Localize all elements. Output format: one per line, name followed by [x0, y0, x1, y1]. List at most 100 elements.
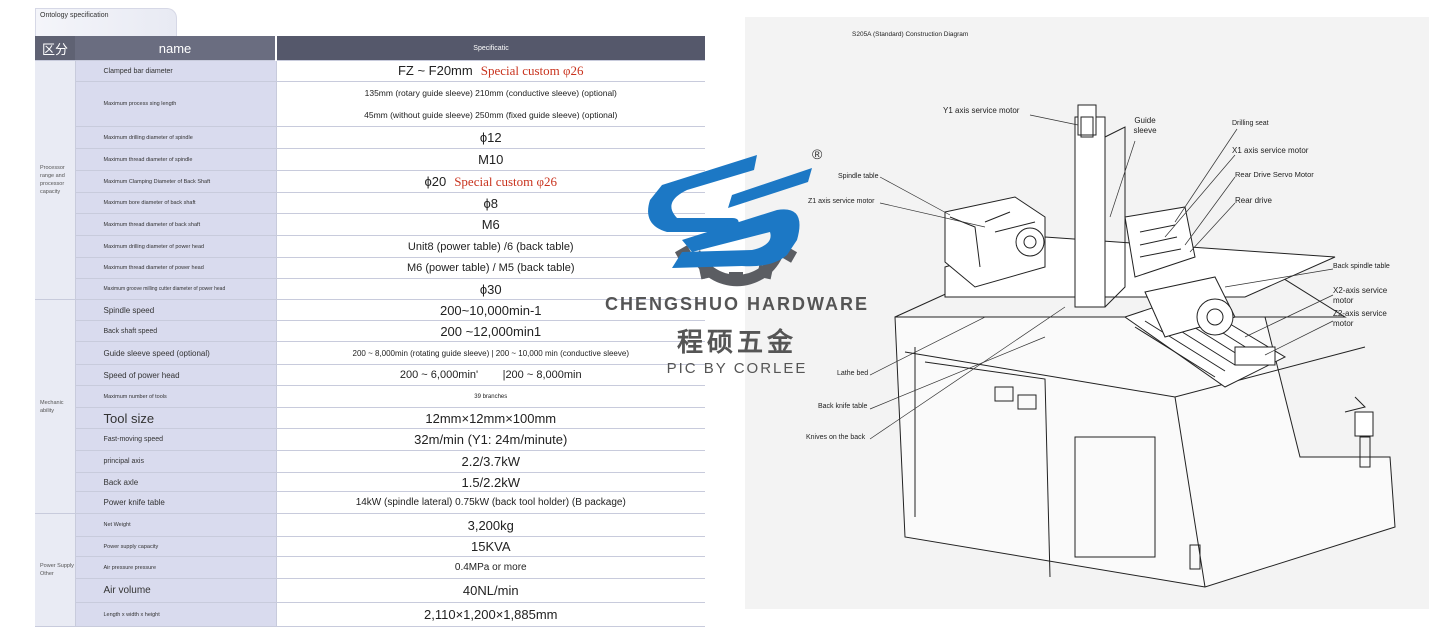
row-name: Speed of power head	[75, 364, 277, 386]
header-spec: Specificatic	[275, 36, 705, 61]
header-name: name	[75, 36, 276, 61]
row-name: Clamped bar diameter	[75, 60, 277, 82]
row-value: 200 ~12,000min1	[276, 320, 705, 342]
header-category: 区分	[35, 36, 75, 61]
row-value: 15KVA	[276, 536, 705, 557]
row-value: 200 ~ 8,000min (rotating guide sleeve) |…	[276, 341, 705, 365]
table-row: Back axle 1.5/2.2kW	[35, 472, 705, 492]
table-row: Speed of power head 200 ~ 6,000min' |200…	[35, 364, 705, 386]
row-name: Air pressure pressure	[75, 556, 277, 579]
table-row: Maximum drilling diameter of spindle ϕ12	[35, 126, 705, 149]
row-value: 3,200kg	[276, 513, 705, 537]
spec-tab-label: Ontology specification	[40, 12, 109, 19]
row-value: 0.4MPa or more	[276, 556, 705, 579]
row-value: 40NL/min	[276, 578, 705, 603]
table-row: Processor range and processor capacity C…	[35, 60, 705, 300]
label-back-knife-table: Back knife table	[818, 403, 868, 410]
row-value: 2.2/3.7kW	[276, 450, 705, 473]
row-name: Maximum thread diameter of back shaft	[75, 213, 277, 236]
row-name: Air volume	[75, 578, 277, 603]
table-row: Air pressure pressure 0.4MPa or more	[35, 556, 705, 579]
row-name: Net Weight	[75, 513, 277, 537]
label-z1-motor: Z1 axis service motor	[808, 198, 875, 205]
table-row: Power supply capacity 15KVA	[35, 536, 705, 557]
row-name: Maximum drilling diameter of spindle	[75, 126, 277, 149]
row-value: 2,110×1,200×1,885mm	[276, 602, 705, 627]
spec-sheet: Ontology specification 区分 name Specifica…	[35, 0, 705, 628]
table-row: Maximum process sing length 135mm (rotar…	[35, 81, 705, 127]
row-value: M6 (power table) / M5 (back table)	[276, 257, 705, 279]
label-drilling-seat: Drilling seat	[1232, 120, 1269, 127]
row-name: Power supply capacity	[75, 536, 277, 557]
label-lathe-bed: Lathe bed	[837, 370, 869, 377]
row-value: 200 ~ 6,000min' |200 ~ 8,000min	[276, 364, 705, 386]
custom-note: Special custom φ26	[480, 63, 584, 78]
diagram-title: S205A (Standard) Construction Diagram	[852, 31, 969, 38]
row-name: Maximum drilling diameter of power head	[75, 235, 277, 258]
table-row: Air volume 40NL/min	[35, 578, 705, 603]
row-name: Length x width x height	[75, 602, 277, 627]
row-name: Guide sleeve speed (optional)	[75, 341, 277, 365]
construction-diagram: S205A (Standard) Construction Diagram Y1…	[745, 17, 1429, 609]
label-spindle-table: Spindle table	[838, 173, 879, 180]
table-row: Power Supply Other Net Weight 3,200kg	[35, 513, 705, 627]
table-row: Back shaft speed 200 ~12,000min1	[35, 320, 705, 342]
table-row: principal axis 2.2/3.7kW	[35, 450, 705, 473]
spec-tab	[35, 8, 177, 37]
row-value: 200~10,000min-1	[276, 299, 705, 321]
label-x1-motor: X1 axis service motor	[1232, 146, 1309, 155]
table-row: Maximum groove milling cutter diameter o…	[35, 278, 705, 300]
label-x2-motor: X2-axis service motor	[1333, 286, 1388, 305]
table-row: Maximum thread diameter of power head M6…	[35, 257, 705, 279]
row-value: ϕ12	[276, 126, 705, 149]
row-name: Maximum process sing length	[75, 81, 277, 127]
row-value: ϕ30	[276, 278, 705, 300]
label-z2-motor: Z2-axis service motor	[1333, 309, 1387, 328]
table-row: Guide sleeve speed (optional) 200 ~ 8,00…	[35, 341, 705, 365]
row-value: 12mm×12mm×100mm	[276, 407, 705, 429]
row-name: Maximum thread diameter of spindle	[75, 148, 277, 171]
row-name: Tool size	[75, 407, 277, 429]
label-rear-drive: Rear drive	[1235, 196, 1272, 205]
row-name: Maximum thread diameter of power head	[75, 257, 277, 279]
machine-drawing	[869, 104, 1396, 588]
row-value: 32m/min (Y1: 24m/minute)	[276, 428, 705, 451]
row-name: Power knife table	[75, 491, 277, 514]
row-name: principal axis	[75, 450, 277, 473]
row-value: ϕ8	[276, 192, 705, 214]
table-row: Maximum thread diameter of spindle M10	[35, 148, 705, 171]
table-row: Power knife table 14kW (spindle lateral)…	[35, 491, 705, 514]
spec-table: 区分 name Specificatic Processor range and…	[35, 36, 705, 627]
category-processing: Processor range and processor capacity	[35, 60, 76, 300]
table-row: Mechanic ability Spindle speed 200~10,00…	[35, 299, 705, 514]
table-row: Maximum number of tools 39 branches	[35, 385, 705, 408]
row-name: Maximum Clamping Diameter of Back Shaft	[75, 170, 277, 193]
row-value: M10	[276, 148, 705, 171]
table-row: Maximum Clamping Diameter of Back Shaft …	[35, 170, 705, 193]
table-row: Fast-moving speed 32m/min (Y1: 24m/minut…	[35, 428, 705, 451]
table-row: Maximum bore diameter of back shaft ϕ8	[35, 192, 705, 214]
row-name: Spindle speed	[75, 299, 277, 321]
table-row: Maximum thread diameter of back shaft M6	[35, 213, 705, 236]
table-row: Maximum drilling diameter of power head …	[35, 235, 705, 258]
row-name: Maximum bore diameter of back shaft	[75, 192, 277, 214]
category-power: Power Supply Other	[35, 513, 76, 627]
custom-note: Special custom φ26	[454, 173, 558, 189]
row-name: Fast-moving speed	[75, 428, 277, 451]
row-name: Back axle	[75, 472, 277, 492]
row-name: Maximum number of tools	[75, 385, 277, 408]
row-name: Back shaft speed	[75, 320, 277, 342]
table-row: Length x width x height 2,110×1,200×1,88…	[35, 602, 705, 627]
row-value: 1.5/2.2kW	[276, 472, 705, 492]
label-knives-back: Knives on the back	[806, 434, 866, 441]
category-mechanic: Mechanic ability	[35, 299, 76, 514]
label-back-spindle: Back spindle table	[1333, 263, 1390, 270]
label-y1-motor: Y1 axis service motor	[943, 106, 1020, 115]
row-value: 14kW (spindle lateral) 0.75kW (back tool…	[276, 491, 705, 514]
label-guide-sleeve: Guide sleeve	[1133, 116, 1157, 135]
row-value: 135mm (rotary guide sleeve) 210mm (condu…	[276, 81, 705, 127]
table-row: Tool size 12mm×12mm×100mm	[35, 407, 705, 429]
row-value: M6	[276, 213, 705, 236]
